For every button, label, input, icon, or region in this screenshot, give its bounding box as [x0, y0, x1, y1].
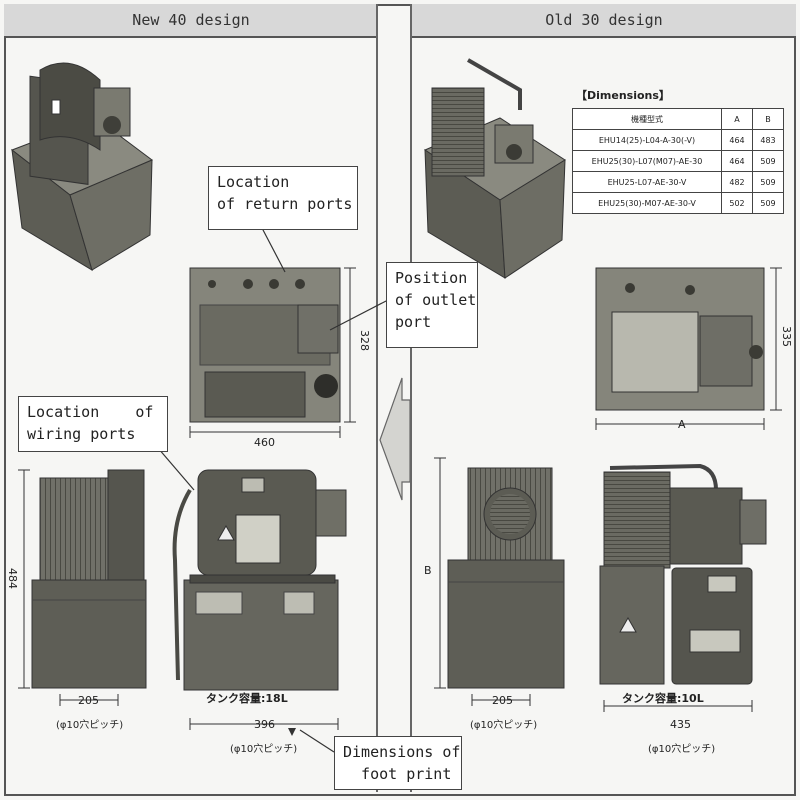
new-tank-capacity: タンク容量:18L — [206, 692, 288, 705]
leader-wiring-ports — [157, 447, 195, 491]
table-header: A — [721, 108, 753, 130]
new-side-view — [18, 469, 147, 706]
new-design-title: New 40 design — [132, 11, 250, 29]
table-row: EHU14(25)-L04-A-30(-V) 464 483 — [572, 129, 784, 151]
leader-return-ports — [261, 227, 286, 273]
new-side-pitch-note: (φ10穴ピッチ) — [56, 720, 124, 731]
table-header: B — [752, 108, 784, 130]
old-front-pitch-note: (φ10穴ピッチ) — [648, 744, 716, 755]
table-cell: 502 — [721, 192, 753, 214]
table-cell: 509 — [752, 171, 784, 193]
dimensions-table-title: 【Dimensions】 — [576, 89, 670, 102]
table-cell: EHU25-L07-AE-30-V — [572, 171, 722, 193]
old-top-width-label: A — [678, 418, 686, 431]
old-design-header: Old 30 design — [412, 4, 796, 38]
new-front-pitch-label: 396 — [254, 718, 275, 731]
old-iso-unit — [423, 58, 566, 279]
callout-return-ports: Location of return ports — [208, 166, 358, 230]
new-top-depth-label: 328 — [358, 330, 371, 351]
table-header: 機種型式 — [572, 108, 722, 130]
table-cell: EHU25(30)-M07-AE-30-V — [572, 192, 722, 214]
callout-wiring-ports: Location of wiring ports — [18, 396, 168, 452]
table-row: EHU25(30)-L07(M07)-AE-30 464 509 — [572, 150, 784, 172]
old-top-view — [595, 267, 782, 430]
old-side-view — [434, 457, 565, 706]
old-height-label: B — [424, 564, 432, 577]
old-top-depth-label: 335 — [780, 326, 793, 347]
new-top-width-label: 460 — [254, 436, 275, 449]
table-cell: EHU14(25)-L04-A-30(-V) — [572, 129, 722, 151]
old-side-pitch-note: (φ10穴ピッチ) — [470, 720, 538, 731]
divider-right — [410, 4, 412, 792]
callout-foot-print: Dimensions of foot print — [334, 736, 462, 790]
table-cell: 509 — [752, 192, 784, 214]
table-cell: 464 — [721, 150, 753, 172]
old-design-title: Old 30 design — [545, 11, 663, 29]
figure-frame — [4, 4, 796, 796]
table-row: EHU25-L07-AE-30-V 482 509 — [572, 171, 784, 193]
table-row: EHU25(30)-M07-AE-30-V 502 509 — [572, 192, 784, 214]
table-cell: 483 — [752, 129, 784, 151]
table-cell: 509 — [752, 150, 784, 172]
divider-left — [376, 4, 378, 792]
dimensions-table: 機種型式 A B EHU14(25)-L04-A-30(-V) 464 483 … — [572, 108, 784, 214]
new-front-pitch-note: (φ10穴ピッチ) — [230, 744, 298, 755]
new-iso-unit — [10, 62, 153, 272]
comparison-arrow-icon — [379, 377, 411, 501]
table-cell: 482 — [721, 171, 753, 193]
new-front-view — [172, 469, 347, 736]
new-design-header: New 40 design — [4, 4, 378, 38]
table-cell: 464 — [721, 129, 753, 151]
old-front-view — [599, 463, 767, 712]
new-side-pitch-label: 205 — [78, 694, 99, 707]
new-height-label: 484 — [6, 568, 19, 589]
table-header-row: 機種型式 A B — [572, 108, 784, 130]
leader-outlet-port — [329, 299, 389, 331]
callout-outlet-port: Position of outlet port — [386, 262, 478, 348]
old-tank-capacity: タンク容量:10L — [622, 692, 704, 705]
old-front-pitch-label: 435 — [670, 718, 691, 731]
old-side-pitch-label: 205 — [492, 694, 513, 707]
table-cell: EHU25(30)-L07(M07)-AE-30 — [572, 150, 722, 172]
leader-foot-print — [299, 729, 335, 753]
new-top-view — [189, 267, 356, 438]
